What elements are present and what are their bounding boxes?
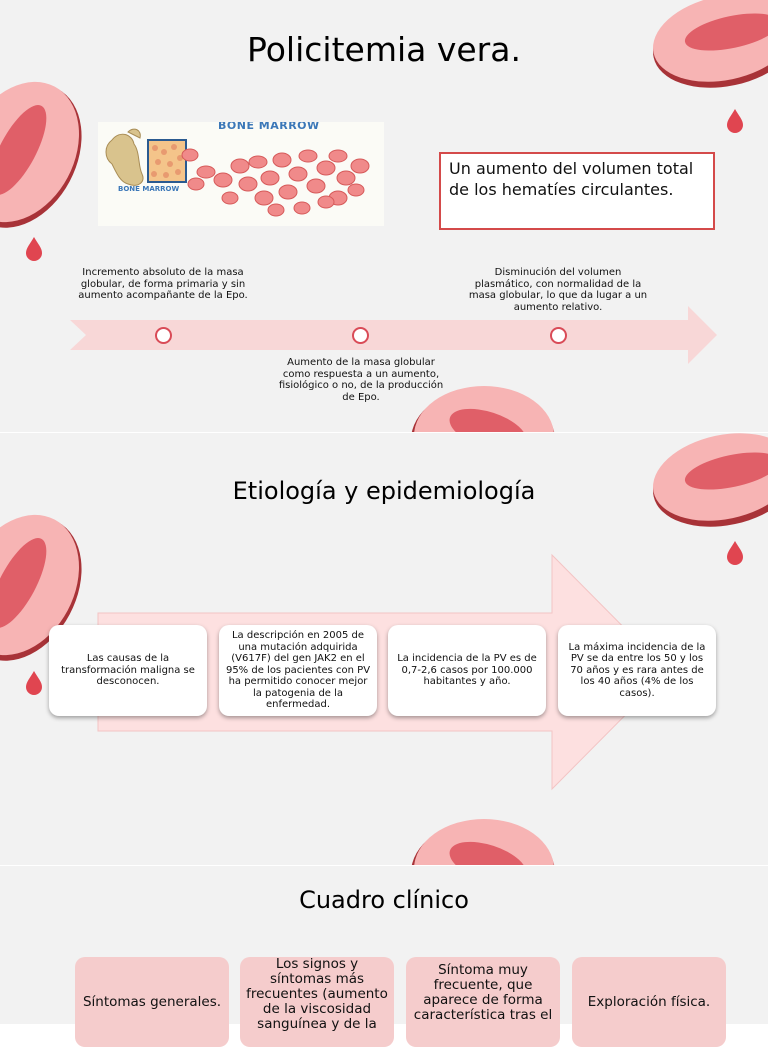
blood-drop-icon <box>725 108 745 134</box>
slide-policitemia: Policitemia vera. BONE MARROW <box>0 0 768 432</box>
page-title: Policitemia vera. <box>247 30 521 69</box>
definition-box: Un aumento del volumen total de los hema… <box>439 152 715 230</box>
info-card: Las causas de la transformación maligna … <box>49 625 207 716</box>
clinical-card: Los signos y síntomas más frecuentes (au… <box>240 957 394 1047</box>
image-header: BONE MARROW <box>218 122 320 132</box>
clinical-card: Exploración física. <box>572 957 726 1047</box>
clinical-card: Síntomas generales. <box>75 957 229 1047</box>
timeline-text: Disminución del volumen plasmático, con … <box>468 267 648 313</box>
timeline-text: Incremento absoluto de la masa globular,… <box>78 267 248 301</box>
blood-cell-left <box>0 72 90 232</box>
section-title: Cuadro clínico <box>299 886 469 914</box>
blood-cell-top-right <box>648 433 768 533</box>
info-card: La descripción en 2005 de una mutación a… <box>219 625 377 716</box>
timeline-node <box>155 327 172 344</box>
process-arrow <box>97 553 669 791</box>
blood-cell-bottom <box>408 817 558 865</box>
info-card: La incidencia de la PV es de 0,7-2,6 cas… <box>388 625 546 716</box>
bone-marrow-image: BONE MARROW BONE <box>98 122 384 226</box>
blood-drop-icon <box>24 670 44 696</box>
info-card: La máxima incidencia de la PV se da entr… <box>558 625 716 716</box>
timeline-node <box>550 327 567 344</box>
blood-cell-top-right <box>648 0 768 100</box>
image-label: BONE MARROW <box>118 185 180 193</box>
blood-cell-left <box>0 505 90 665</box>
blood-drop-icon <box>725 540 745 566</box>
section-title: Etiología y epidemiología <box>232 477 536 505</box>
timeline-node <box>352 327 369 344</box>
clinical-card: Síntoma muy frecuente, que aparece de fo… <box>406 957 560 1047</box>
blood-drop-icon <box>24 236 44 262</box>
timeline-arrow <box>70 306 717 364</box>
blood-cell-bottom <box>408 384 558 432</box>
timeline-text: Aumento de la masa globular como respues… <box>278 357 444 403</box>
